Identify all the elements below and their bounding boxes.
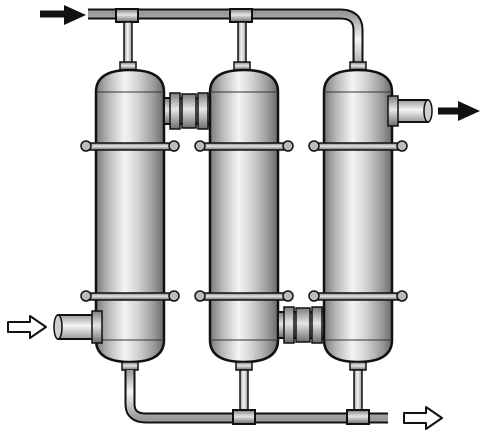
outlet-arrow-bottom-right	[403, 406, 443, 430]
crossover-fitting-upper	[163, 92, 211, 130]
bottom-neck-1	[121, 361, 139, 371]
crossover-fitting-lower	[277, 306, 325, 344]
column-1	[80, 68, 180, 364]
column-2	[194, 68, 294, 364]
bottom-manifold-pipe	[124, 370, 388, 424]
inlet-arrow-top-left	[40, 5, 86, 25]
bottom-tee-fitting-3	[346, 409, 370, 425]
inlet-arrow-left-lower	[7, 315, 47, 339]
bottom-neck-2	[235, 361, 253, 411]
outlet-arrow-right-upper	[438, 101, 480, 121]
column-2-band-lower	[194, 290, 294, 302]
column-2-band-upper	[194, 140, 294, 152]
column-3-band-lower	[308, 290, 408, 302]
column-3	[308, 68, 408, 364]
top-tee-fitting-1	[115, 8, 139, 71]
column-3-band-upper	[308, 140, 408, 152]
bottom-tee-fitting-2	[232, 409, 256, 425]
column-1-band-upper	[80, 140, 180, 152]
bottom-neck-3	[349, 361, 367, 411]
top-manifold-pipe	[88, 8, 364, 70]
inlet-pipe-left-lower	[53, 310, 103, 344]
top-tee-fitting-2	[229, 8, 253, 71]
column-1-band-lower	[80, 290, 180, 302]
outlet-pipe-right-upper	[387, 95, 433, 127]
